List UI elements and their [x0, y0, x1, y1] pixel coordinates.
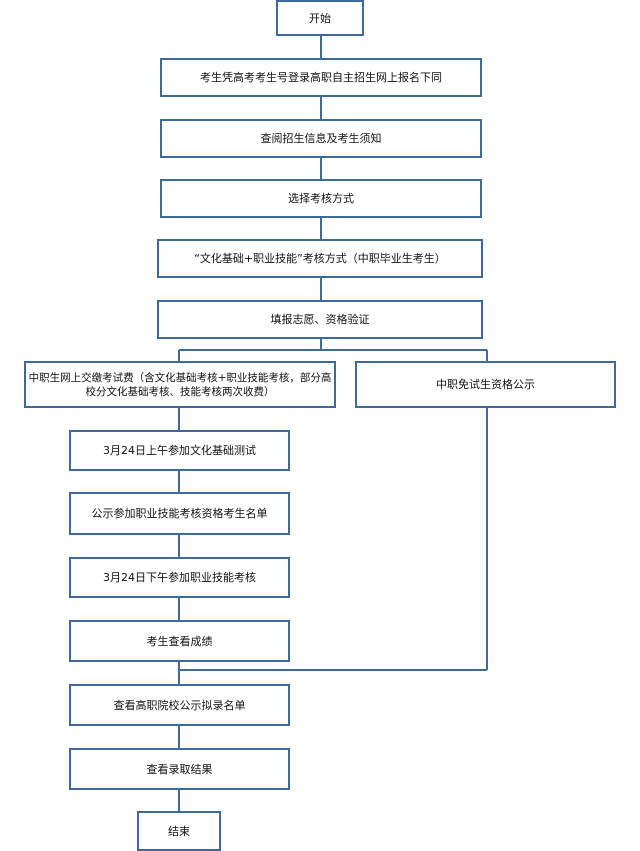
skill-list-step: 公示参加职业技能考核资格考生名单: [69, 492, 290, 535]
check-score-step-label: 考生查看成绩: [146, 634, 213, 648]
check-score-step: 考生查看成绩: [69, 620, 290, 662]
fill-verify-step-label: 填报志愿、资格验证: [270, 313, 370, 326]
admission-result-step-label: 查看录取结果: [146, 762, 213, 776]
afternoon-test-step: 3月24日下午参加职业技能考核: [69, 557, 290, 598]
fill-verify-step: 填报志愿、资格验证: [157, 300, 483, 339]
login-step-label: 考生凭高考考生号登录高职自主招生网上报名下同: [200, 71, 442, 84]
start-node: 开始: [276, 0, 364, 36]
view-info-step: 查阅招生信息及考生须知: [160, 119, 482, 158]
login-step: 考生凭高考考生号登录高职自主招生网上报名下同: [160, 58, 482, 97]
choose-method-step-label: 选择考核方式: [288, 192, 354, 205]
admission-list-step: 查看高职院校公示拟录名单: [69, 684, 290, 726]
skill-list-step-label: 公示参加职业技能考核资格考生名单: [91, 507, 268, 520]
exempt-notice-step-label: 中职免试生资格公示: [436, 378, 535, 391]
choose-method-step: 选择考核方式: [160, 179, 482, 218]
culture-skill-step: “文化基础+职业技能”考核方式（中职毕业生考生）: [157, 239, 483, 278]
afternoon-test-step-label: 3月24日下午参加职业技能考核: [103, 571, 256, 584]
end-node: 结束: [137, 811, 221, 851]
morning-test-step: 3月24日上午参加文化基础测试: [69, 430, 290, 471]
pay-fee-step: 中职生网上交缴考试费（含文化基础考核+职业技能考核，部分高校分文化基础考核、技能…: [24, 361, 336, 408]
admission-list-step-label: 查看高职院校公示拟录名单: [113, 698, 246, 712]
culture-skill-step-label: “文化基础+职业技能”考核方式（中职毕业生考生）: [194, 252, 446, 265]
morning-test-step-label: 3月24日上午参加文化基础测试: [103, 444, 256, 457]
start-label: 开始: [309, 11, 331, 25]
view-info-step-label: 查阅招生信息及考生须知: [260, 132, 382, 145]
end-label: 结束: [168, 824, 190, 838]
pay-fee-step-label: 中职生网上交缴考试费（含文化基础考核+职业技能考核，部分高校分文化基础考核、技能…: [28, 371, 332, 398]
exempt-notice-step: 中职免试生资格公示: [355, 361, 616, 408]
admission-result-step: 查看录取结果: [69, 748, 290, 790]
